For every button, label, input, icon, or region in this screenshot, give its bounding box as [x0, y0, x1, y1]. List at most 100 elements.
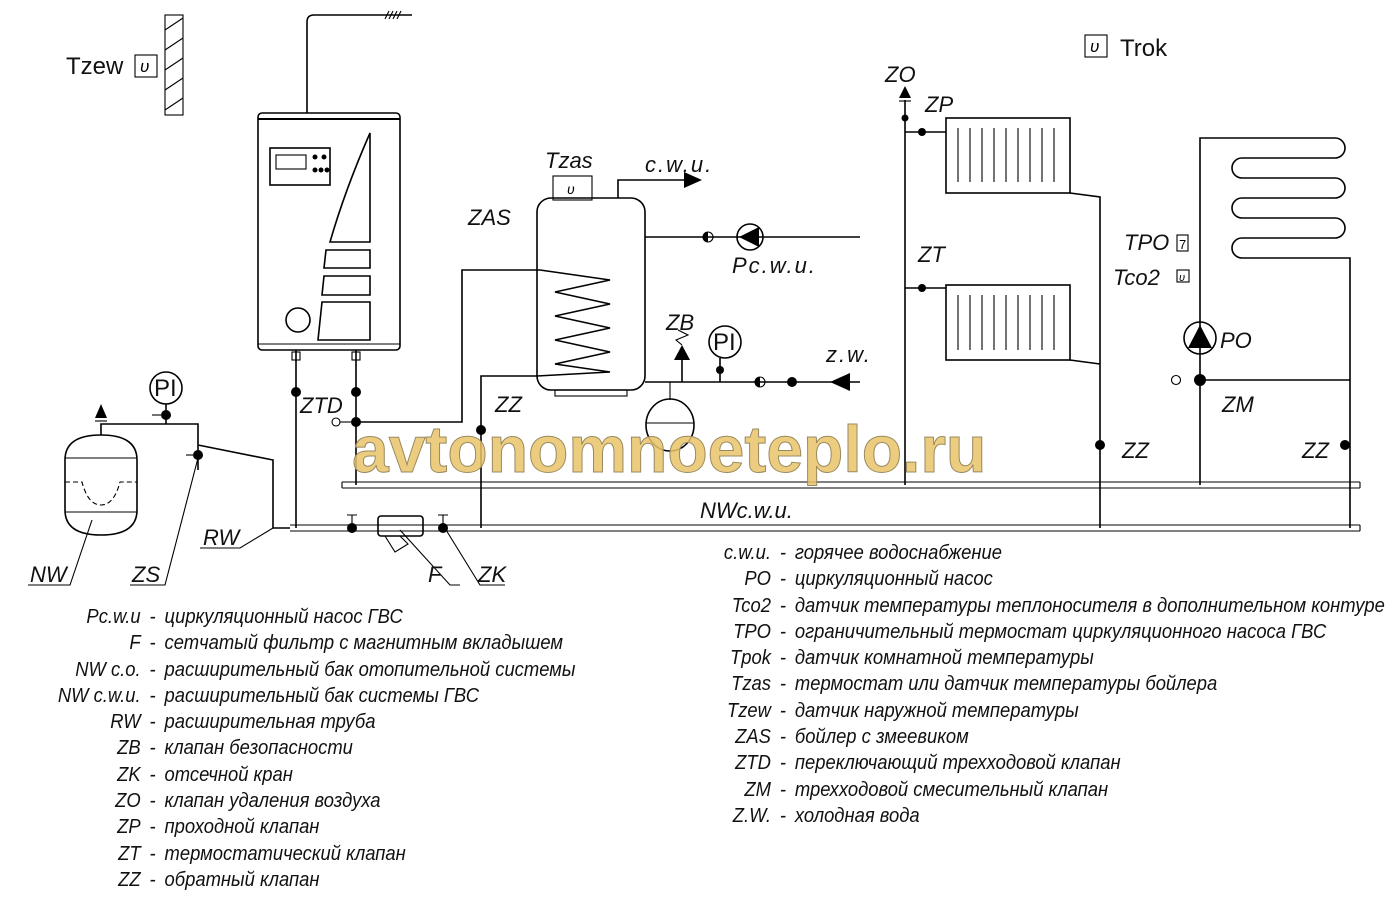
svg-text:υ: υ [567, 181, 575, 197]
label-zb: ZB [665, 310, 694, 335]
watermark: avtonomnoeteplo.ru [352, 412, 986, 486]
legend-dash: - [779, 542, 786, 564]
label-zm: ZM [1221, 392, 1254, 417]
legend-dash: - [779, 752, 786, 775]
legend-item: ZK-отсечной кран [10, 762, 575, 788]
legend-dash: - [779, 778, 786, 801]
label-zo: ZO [884, 62, 916, 87]
legend-dash: - [779, 594, 786, 617]
room-sensor-icon: υ [1084, 34, 1108, 58]
legend-key: NW c.w.u. [57, 684, 141, 707]
expansion-tank [64, 434, 138, 536]
legend-key: ZP [117, 816, 141, 839]
label-trok: Trok [1120, 35, 1168, 62]
legend-text: бойлер с змеевиком [794, 726, 969, 749]
safety-valve-icon [674, 329, 690, 360]
label-f: F [428, 562, 443, 587]
legend-item: RW-расширительная труба [10, 709, 575, 735]
legend-dash: - [779, 726, 786, 749]
shutoff-valve-icon [347, 514, 448, 533]
label-zs: ZS [131, 562, 160, 587]
legend-dash: - [149, 606, 156, 628]
zs-valve-icon [193, 450, 203, 460]
legend-item: ZP-проходной клапан [10, 814, 575, 840]
legend-text: клапан удаления воздуха [164, 790, 381, 813]
mixing-valve-icon [1194, 374, 1206, 386]
legend-item: ZB-клапан безопасности [10, 735, 575, 761]
legend-key: PO [744, 568, 771, 591]
legend-dash: - [149, 790, 156, 813]
legend-text: термостатический клапан [164, 842, 406, 865]
legend-item: Tco2-датчик температуры теплоносителя в … [690, 593, 1400, 619]
label-cwu: c.w.u. [645, 152, 713, 177]
circulation-pump-po-icon [1183, 321, 1217, 355]
legend-item: ZZ-обратный клапан [10, 867, 575, 893]
legend-dash: - [779, 699, 786, 722]
label-zz-1: ZZ [494, 392, 523, 417]
filter-icon [377, 515, 424, 553]
label-zz-2: ZZ [1121, 438, 1150, 463]
legend-key: Tco2 [731, 594, 771, 617]
label-zw: z.w. [825, 342, 872, 367]
label-tzew: Tzew [66, 53, 124, 80]
svg-text:υ: υ [140, 57, 149, 76]
label-nwcwu: NWc.w.u. [700, 498, 793, 523]
legend-text: ограничительный термостат циркуляционног… [794, 620, 1327, 643]
zp-valve-icon [918, 128, 926, 136]
radiator-1 [945, 117, 1071, 194]
legend-dash: - [149, 842, 156, 865]
check-valve-icon [476, 425, 486, 435]
dhw-tank: υ [536, 175, 646, 397]
legend-dash: - [149, 658, 156, 681]
legend-dash: - [149, 711, 156, 734]
legend-key: Tzas [731, 673, 771, 696]
legend-key: Tzew [726, 699, 771, 722]
legend-dash: - [149, 737, 156, 760]
legend-item: NW c.o.-расширительный бак отопительной … [10, 657, 575, 683]
legend-item: ZT-термостатический клапан [10, 841, 575, 867]
legend-text: отсечной кран [164, 763, 293, 786]
legend-key: Tpok [730, 647, 771, 670]
pressure-indicator-icon: PI [708, 325, 742, 359]
legend-item: Tzas-термостат или датчик температуры бо… [690, 671, 1400, 697]
legend-key: ZO [115, 790, 141, 813]
legend-dash: - [149, 684, 156, 707]
label-rw: RW [203, 525, 241, 550]
radiator-2 [945, 284, 1071, 361]
air-vent-icon [899, 86, 911, 98]
legend-text: трехходовой смесительный клапан [794, 778, 1109, 801]
legend-key: ZB [117, 737, 141, 760]
legend-key: NW c.o. [75, 658, 141, 681]
control-panel-icon [269, 147, 331, 186]
pressure-gauge-icon [285, 307, 311, 333]
legend-text: расширительная труба [164, 711, 376, 734]
legend-key: Pc.w.u [86, 606, 141, 628]
legend-text: циркуляционный насос [794, 568, 993, 591]
legend-text: циркуляционный насос ГВС [164, 606, 403, 628]
svg-text:υ: υ [1090, 37, 1099, 56]
legend-text: сетчатый фильтр с магнитным вкладышем [164, 632, 564, 655]
pressure-indicator-icon: PI [149, 371, 183, 405]
zt-valve-icon [918, 284, 926, 292]
legend-key: RW [110, 711, 141, 734]
legend-dash: - [149, 763, 156, 786]
heating-schematic: Tzew υ ZTD υ Tzas [28, 10, 1361, 587]
label-zp: ZP [924, 92, 953, 117]
legend-text: переключающий трехходовой клапан [794, 752, 1121, 775]
label-zas: ZAS [467, 205, 511, 230]
legend-item: Z.W.-холодная вода [690, 803, 1400, 829]
legend-dash: - [149, 816, 156, 839]
label-tco2: Tco2 [1113, 265, 1160, 290]
label-po: PO [1220, 328, 1252, 353]
thermostat-icon: 7 [1179, 237, 1186, 252]
air-vent-icon [95, 404, 107, 418]
legend-text: холодная вода [794, 804, 920, 827]
svg-text:PI: PI [154, 375, 177, 402]
legend-key: ZAS [735, 726, 771, 749]
wall-hatch-icon [164, 14, 184, 116]
legend-key: Z.W. [732, 804, 771, 827]
legend-dash: - [779, 673, 786, 696]
legend-item: PO-циркуляционный насос [690, 566, 1400, 592]
